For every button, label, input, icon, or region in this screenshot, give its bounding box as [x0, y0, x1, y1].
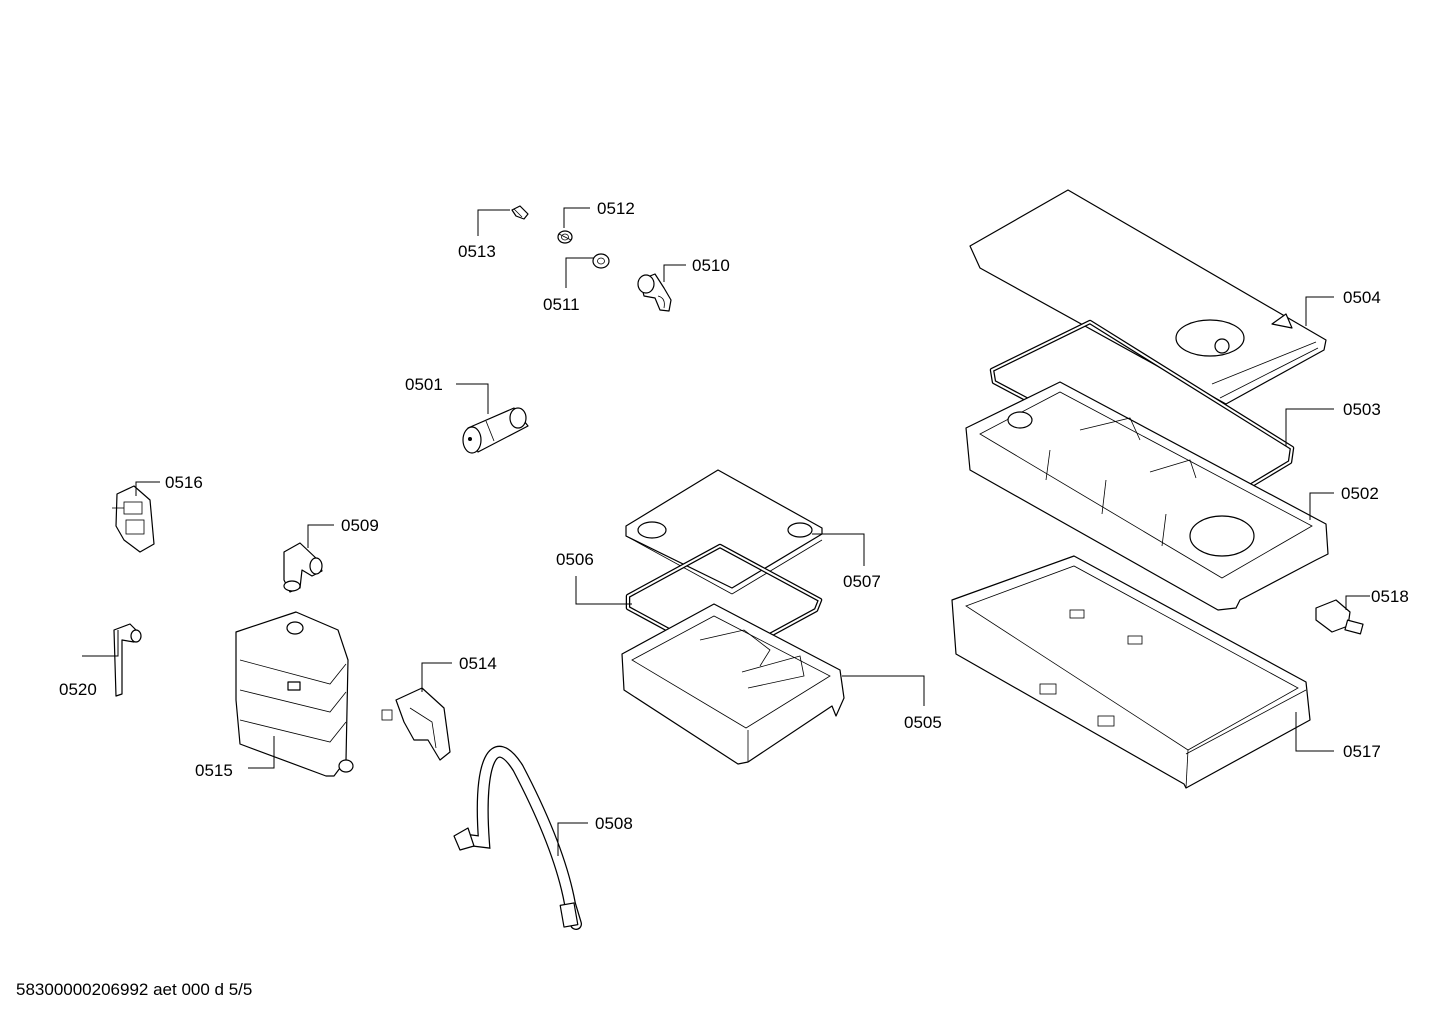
- leader-0514: [421, 662, 452, 692]
- leader-0516: [135, 481, 160, 496]
- callout-0511: 0511: [543, 295, 580, 314]
- part-0520-pipe[interactable]: [113, 623, 142, 697]
- callout-0503: 0503: [1343, 400, 1381, 419]
- callout-0513: 0513: [458, 242, 496, 261]
- leader-0505: [842, 675, 925, 706]
- callout-0501: 0501: [405, 375, 443, 394]
- callout-0520: 0520: [59, 680, 97, 699]
- leader-0508: [557, 822, 588, 856]
- callout-0515: 0515: [195, 761, 233, 780]
- drawing-id: 58300000206992 aet 000 d 5/5: [16, 980, 253, 999]
- leader-0506: [575, 576, 632, 605]
- part-0518-switch[interactable]: [1315, 599, 1364, 635]
- leader-0503: [1285, 408, 1334, 446]
- leader-0517: [1295, 712, 1334, 752]
- callout-0512: 0512: [597, 199, 635, 218]
- part-0508-hose[interactable]: [453, 745, 582, 930]
- callout-0517: 0517: [1343, 742, 1381, 761]
- callout-0509: 0509: [341, 516, 379, 535]
- callout-0506: 0506: [556, 550, 594, 569]
- leader-0504: [1305, 296, 1334, 326]
- callout-0502: 0502: [1341, 484, 1379, 503]
- leader-0518: [1345, 595, 1370, 610]
- part-0509-elbow-pipe[interactable]: [283, 542, 323, 593]
- callout-0508: 0508: [595, 814, 633, 833]
- leader-lines: [82, 207, 1370, 856]
- part-0505-tray[interactable]: [621, 603, 845, 765]
- callout-0504: 0504: [1343, 288, 1381, 307]
- part-0507-cover-plate[interactable]: [625, 469, 823, 595]
- leader-0512: [563, 207, 590, 228]
- part-0501-pump-motor[interactable]: [462, 407, 529, 454]
- part-0513-screw[interactable]: [511, 205, 529, 220]
- part-0517-drawer-frame[interactable]: [951, 555, 1311, 789]
- leader-0513: [477, 209, 510, 236]
- part-0515-heater[interactable]: [235, 611, 354, 777]
- callout-labels: 0513 0512 0511 0510 0501 0516 0509 0520 …: [59, 199, 1409, 833]
- leader-0502: [1309, 492, 1334, 520]
- callout-0518: 0518: [1371, 587, 1409, 606]
- callout-0507: 0507: [843, 572, 881, 591]
- part-0502-container[interactable]: [965, 381, 1329, 611]
- leader-0520: [82, 630, 119, 657]
- part-0512-spring[interactable]: [557, 230, 573, 244]
- part-0516-bracket[interactable]: [112, 485, 155, 553]
- leader-0510: [663, 264, 686, 282]
- part-0504-lid[interactable]: [969, 189, 1327, 405]
- callout-0514: 0514: [459, 654, 497, 673]
- callout-0516: 0516: [165, 473, 203, 492]
- leader-0515: [248, 736, 275, 769]
- part-0510-elbow[interactable]: [637, 273, 672, 312]
- leader-0507: [812, 533, 865, 566]
- leader-0501: [456, 383, 489, 414]
- part-0514-clip[interactable]: [381, 687, 451, 761]
- leader-0509: [307, 524, 334, 548]
- callout-0510: 0510: [692, 256, 730, 275]
- callout-0505: 0505: [904, 713, 942, 732]
- part-0506-seal[interactable]: [625, 543, 823, 663]
- part-0511-grommet[interactable]: [592, 253, 610, 269]
- leader-0511: [565, 257, 594, 288]
